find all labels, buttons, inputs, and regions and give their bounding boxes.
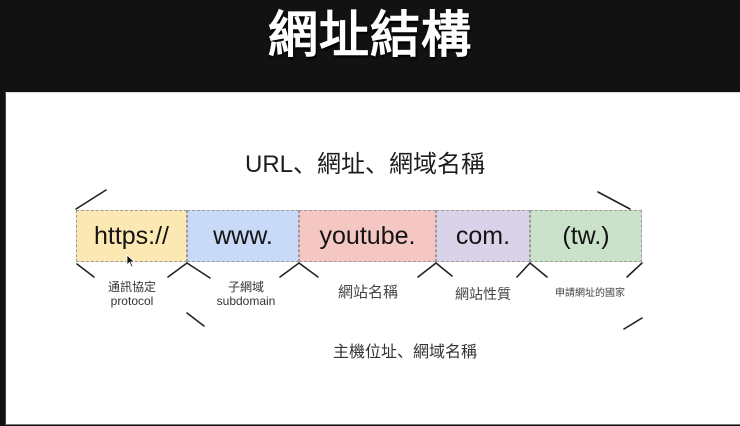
label-country-zh: 申請網址的國家 bbox=[555, 288, 625, 299]
segment-country: (tw.) bbox=[530, 210, 642, 262]
label-site-name: 網站名稱 bbox=[318, 283, 418, 303]
segment-site-name-text: youtube. bbox=[319, 221, 416, 250]
label-site-name-zh: 網站名稱 bbox=[337, 284, 398, 301]
label-subdomain: 子網域 subdomain bbox=[196, 280, 296, 308]
mouse-cursor-icon bbox=[126, 254, 136, 268]
segment-subdomain: www. bbox=[187, 210, 299, 262]
segment-site-name: youtube. bbox=[299, 210, 436, 262]
label-country: 申請網址的國家 bbox=[538, 286, 642, 302]
label-subdomain-zh: 子網域 bbox=[227, 280, 264, 294]
segment-subdomain-text: www. bbox=[213, 221, 273, 250]
segment-site-type: com. bbox=[436, 210, 530, 262]
label-host: 主機位址、網域名稱 bbox=[300, 342, 510, 364]
label-protocol-zh: 通訊協定 bbox=[107, 280, 156, 294]
label-subdomain-en: subdomain bbox=[216, 294, 276, 308]
label-site-type-zh: 網站性質 bbox=[455, 286, 511, 302]
segment-country-text: (tw.) bbox=[562, 221, 610, 250]
segment-site-type-text: com. bbox=[455, 221, 511, 250]
page-title: 網址結構 bbox=[268, 6, 472, 64]
label-protocol-en: protocol bbox=[110, 294, 154, 308]
segment-protocol: https:// bbox=[76, 210, 187, 262]
slide-title-text: URL、網址、網域名稱 bbox=[244, 151, 485, 178]
label-protocol: 通訊協定 protocol bbox=[86, 280, 178, 308]
label-site-type: 網站性質 bbox=[433, 284, 533, 304]
segment-protocol-text: https:// bbox=[93, 221, 170, 250]
slide-title: URL、網址、網域名稱 bbox=[0, 150, 740, 180]
label-host-text: 主機位址、網域名稱 bbox=[332, 344, 477, 361]
